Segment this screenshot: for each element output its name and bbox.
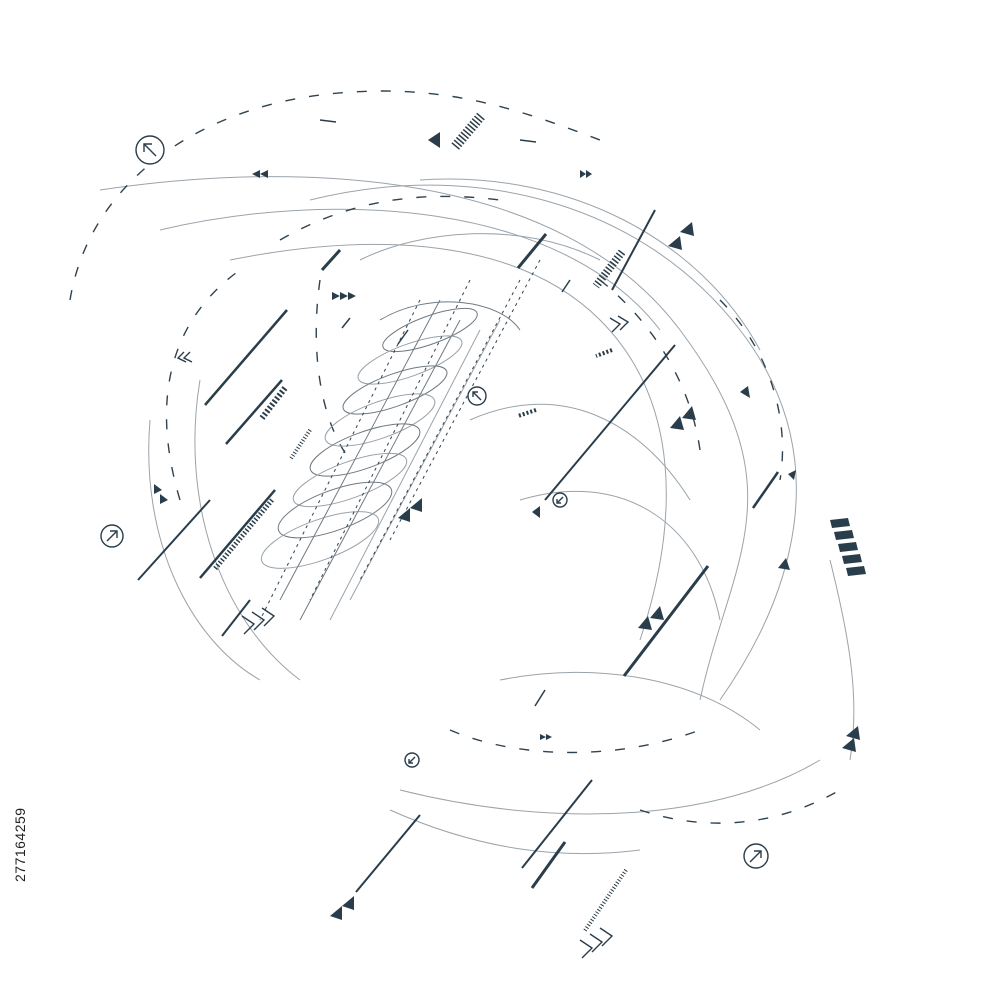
bar-segments <box>137 209 780 893</box>
sweeping-arcs <box>99 176 855 855</box>
circle-arrow-up-left-icon <box>135 135 165 165</box>
circle-arrow-down-left-icon <box>552 492 568 508</box>
circle-arrow-up-left-icon <box>467 386 487 406</box>
circle-arrow-up-right-icon <box>743 843 769 869</box>
stock-id-label: 277164259 <box>12 807 28 883</box>
central-tube <box>259 259 541 621</box>
double-arrow-markers <box>154 170 592 920</box>
triangle-marker-icon <box>428 132 860 752</box>
double-chevron-icon <box>176 315 630 959</box>
circle-arrow-down-left-icon <box>404 752 420 768</box>
dashed-orbits <box>69 90 841 824</box>
circle-arrow-up-right-icon <box>100 524 124 548</box>
dash-fragments <box>319 119 571 707</box>
stripe-block-icon <box>830 518 866 576</box>
tick-blocks <box>212 112 628 934</box>
